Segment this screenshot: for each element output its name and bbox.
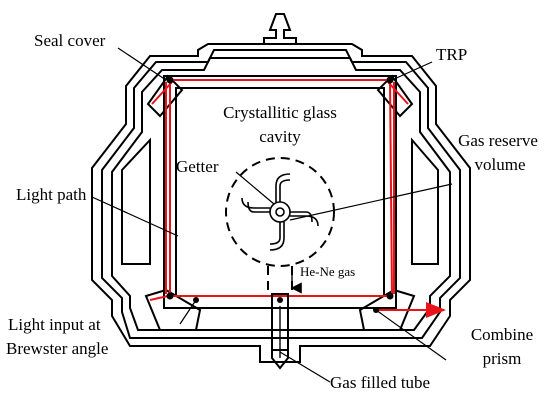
mirror-points	[166, 76, 394, 313]
label-trp: TRP	[436, 45, 467, 64]
leader-lines	[91, 47, 453, 383]
label-seal-cover: Seal cover	[34, 31, 106, 50]
label-cavity-line1: Crystallitic glass	[223, 103, 337, 122]
label-gas-reserve-line2: volume	[475, 155, 526, 174]
label-combine-line1: Combine	[471, 325, 533, 344]
label-getter: Getter	[176, 157, 219, 176]
label-gas-reserve-line1: Gas reserve	[458, 131, 538, 150]
label-light-path: Light path	[16, 185, 87, 204]
label-he-ne-gas: He-Ne gas	[300, 264, 355, 279]
label-light-input-line1: Light input at	[8, 315, 101, 334]
label-cavity-line2: cavity	[259, 127, 301, 146]
label-light-input-line2: Brewster angle	[6, 339, 108, 358]
label-combine-line2: prism	[483, 349, 522, 368]
getter-pinwheel	[241, 173, 319, 251]
label-gas-filled-tube: Gas filled tube	[330, 373, 430, 392]
gas-filled-tube	[271, 293, 289, 370]
